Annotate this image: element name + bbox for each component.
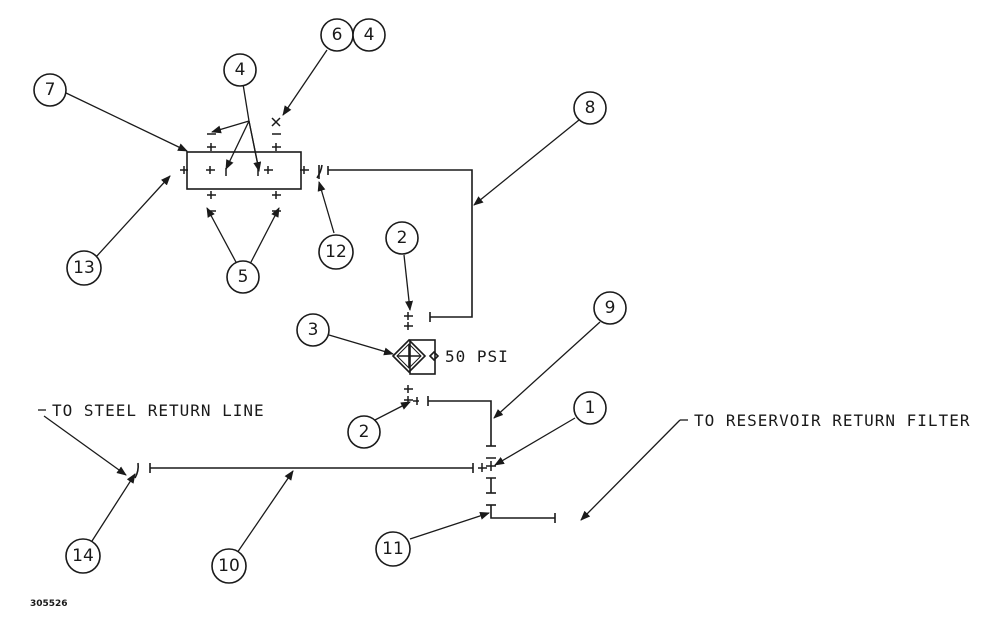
callout-13-label: 13 [73, 258, 95, 278]
relief-valve-symbol [391, 338, 440, 375]
callout-bubble-9: 9 [593, 291, 627, 325]
callout-11-label: 11 [382, 539, 404, 559]
callout-12-label: 12 [325, 242, 347, 262]
callout-7-label: 7 [45, 80, 56, 100]
pressure-setting-note: 50 PSI [445, 347, 509, 366]
callout-bubble-7: 7 [33, 73, 67, 107]
callout-2-upper-label: 2 [397, 228, 408, 248]
callout-8-label: 8 [585, 98, 596, 118]
callout-bubble-2-lower: 2 [347, 415, 381, 449]
callout-bubble-5: 5 [226, 260, 260, 294]
callout-bubble-6-4: 4 [352, 18, 386, 52]
steel-return-note: TO STEEL RETURN LINE [52, 401, 265, 420]
callout-bubble-8: 8 [573, 91, 607, 125]
callout-4-label: 4 [235, 60, 246, 80]
callout-bubble-3: 3 [296, 313, 330, 347]
callout-6-label: 6 [332, 25, 343, 45]
callout-bubble-2-upper: 2 [385, 221, 419, 255]
callout-bubble-12: 12 [318, 234, 354, 270]
callout-bubble-11: 11 [375, 531, 411, 567]
callout-6-4-label: 4 [364, 25, 375, 45]
reservoir-return-note: TO RESERVOIR RETURN FILTER [694, 411, 970, 430]
callout-9-label: 9 [605, 298, 616, 318]
leader-lines [38, 49, 688, 554]
callout-bubble-1: 1 [573, 391, 607, 425]
callout-14-label: 14 [72, 546, 94, 566]
callout-bubble-4: 4 [223, 53, 257, 87]
return-hose-upper [316, 164, 473, 330]
figure-number: 305526 [30, 599, 68, 609]
callout-bubble-13: 13 [66, 250, 102, 286]
callout-2-lower-label: 2 [359, 422, 370, 442]
callout-10-label: 10 [218, 556, 240, 576]
callout-3-label: 3 [308, 320, 319, 340]
return-hose-lower [134, 385, 556, 523]
manifold-block [180, 117, 309, 212]
callout-bubble-14: 14 [65, 538, 101, 574]
callout-1-label: 1 [585, 398, 596, 418]
callout-bubble-10: 10 [211, 548, 247, 584]
callout-5-label: 5 [238, 267, 249, 287]
callout-bubble-6: 6 [320, 18, 354, 52]
